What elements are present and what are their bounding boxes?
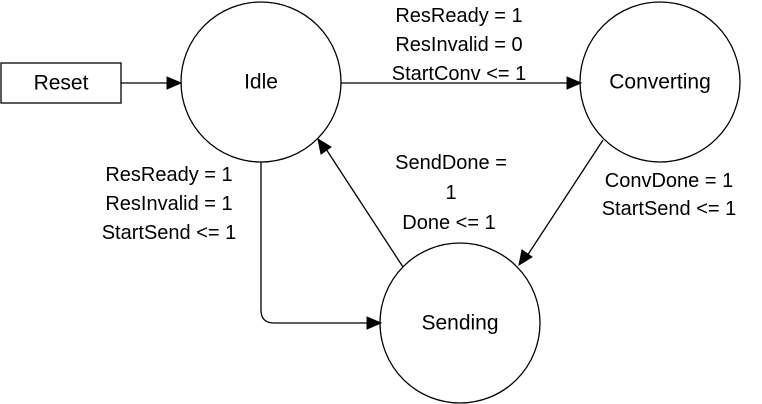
label-idle-to-sending-3: StartSend <= 1: [102, 222, 237, 244]
converting-label: Converting: [609, 71, 711, 94]
sending-label: Sending: [421, 312, 498, 335]
label-converting-to-sending-2: StartSend <= 1: [602, 198, 737, 220]
reset-node: [0, 62, 122, 104]
label-idle-to-sending-2: ResInvalid = 1: [105, 193, 232, 215]
converting-state: [579, 1, 741, 163]
label-sending-to-idle-1: SendDone =: [395, 152, 507, 174]
arrowhead-idle-to-converting: [566, 76, 583, 90]
edge-sending-to-idle: [325, 148, 404, 268]
arrowhead-idle-to-sending: [366, 316, 383, 330]
label-idle-to-sending-1: ResReady = 1: [105, 164, 232, 186]
edge-idle-to-sending: [260, 162, 368, 324]
arrowhead-reset-to-idle: [166, 76, 183, 90]
arrowhead-sending-to-idle: [317, 137, 332, 155]
edge-converting-to-sending: [526, 139, 604, 257]
reset-label: Reset: [34, 72, 89, 95]
label-idle-to-converting-1: ResReady = 1: [395, 5, 522, 27]
label-sending-to-idle-2: 1: [445, 182, 456, 204]
label-converting-to-sending-1: ConvDone = 1: [605, 170, 733, 192]
label-idle-to-converting-3: StartConv <= 1: [392, 63, 527, 85]
label-sending-to-idle-3: Done <= 1: [402, 212, 495, 234]
idle-label: Idle: [244, 71, 278, 94]
label-idle-to-converting-2: ResInvalid = 0: [395, 34, 522, 56]
arrowhead-converting-to-sending: [518, 249, 533, 267]
